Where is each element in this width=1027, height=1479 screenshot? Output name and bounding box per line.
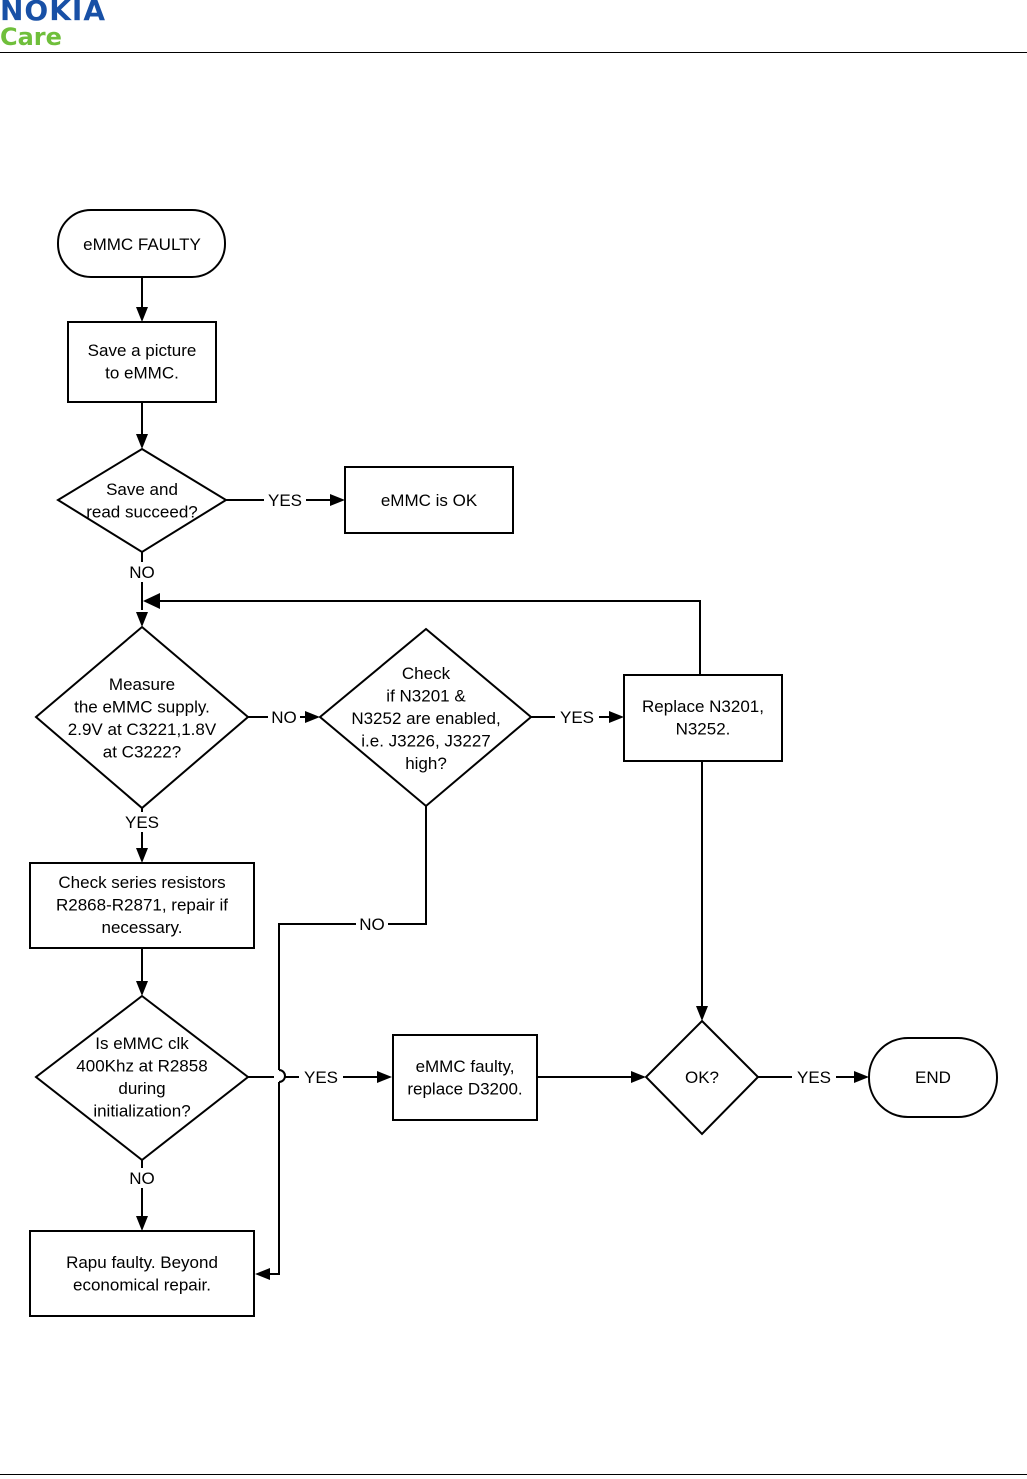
end-terminal: END	[868, 1037, 998, 1118]
label-yes-save: YES	[268, 491, 302, 510]
arrowhead	[696, 1006, 708, 1021]
check-enabled-decision-text: Check if N3201 & N3252 are enabled, i.e. J3…	[351, 664, 500, 773]
ok-decision-text: OK?	[685, 1068, 719, 1087]
label-no-clk: NO	[129, 1169, 155, 1188]
arrowhead	[136, 848, 148, 863]
start-terminal: eMMC FAULTY	[57, 209, 226, 278]
end-terminal-text: END	[915, 1068, 951, 1087]
text-line: Save a picture	[88, 341, 197, 360]
text-line: N3252 are enabled,	[351, 709, 500, 728]
emmc-faulty-replace-box: eMMC faulty, replace D3200.	[392, 1034, 538, 1121]
label-no-save: NO	[129, 563, 155, 582]
label-yes-measure: YES	[125, 813, 159, 832]
text-line: if N3201 &	[386, 687, 466, 706]
save-read-decision-text: Save and read succeed?	[86, 480, 198, 522]
clk-decision: Is eMMC clk 400Khz at R2858 during initiali…	[34, 994, 250, 1162]
replace-n3201-text: Replace N3201, N3252.	[642, 697, 764, 739]
save-read-decision: Save and read succeed?	[56, 447, 228, 554]
text-line: eMMC faulty,	[416, 1057, 515, 1076]
text-line: Save and	[106, 480, 178, 499]
label-no-check: NO	[359, 915, 385, 934]
text-line: at C3222?	[103, 743, 181, 762]
arrowhead	[330, 494, 345, 506]
logo-brand: NOKIA	[0, 0, 107, 27]
rapu-faulty-text: Rapu faulty. Beyond economical repair.	[66, 1253, 218, 1295]
arrowhead	[255, 1268, 270, 1280]
text-line: initialization?	[93, 1102, 190, 1121]
text-line: Check series resistors	[58, 873, 225, 892]
text-line: replace D3200.	[407, 1080, 522, 1099]
text-line: R2868-R2871, repair if	[56, 896, 228, 915]
text-line: N3252.	[676, 720, 731, 739]
logo-subbrand: Care	[0, 23, 62, 51]
check-enabled-decision: Check if N3201 & N3252 are enabled, i.e. J3…	[318, 627, 533, 808]
label-no-measure: NO	[271, 708, 297, 727]
connectors	[141, 277, 855, 1275]
arrowhead	[377, 1071, 392, 1083]
arrowhead	[136, 307, 148, 322]
arrowhead	[136, 434, 148, 449]
emmc-faulty-replace-text: eMMC faulty, replace D3200.	[407, 1057, 522, 1099]
text-line: 400Khz at R2858	[76, 1057, 207, 1076]
text-line: eMMC FAULTY	[83, 235, 201, 254]
text-line: OK?	[685, 1068, 719, 1087]
footer-rule	[0, 1474, 1027, 1475]
replace-n3201-box: Replace N3201, N3252.	[623, 674, 783, 762]
arrowhead	[631, 1071, 646, 1083]
label-yes-ok: YES	[797, 1068, 831, 1087]
ok-decision: OK?	[644, 1019, 760, 1136]
connector-labels: YES NO NO YES YES NO YES NO YES	[120, 490, 836, 1188]
text-line: END	[915, 1068, 951, 1087]
text-line: 2.9V at C3221,1.8V	[68, 720, 217, 739]
text-line: eMMC is OK	[381, 491, 478, 510]
measure-decision: Measure the eMMC supply. 2.9V at C3221,1.8…	[34, 625, 250, 810]
text-line: high?	[405, 754, 447, 773]
text-line: economical repair.	[73, 1276, 211, 1295]
measure-decision-text: Measure the eMMC supply. 2.9V at C3221,1.8…	[68, 675, 217, 762]
text-line: read succeed?	[86, 503, 198, 522]
text-line: Rapu faulty. Beyond	[66, 1253, 218, 1272]
text-line: Replace N3201,	[642, 697, 764, 716]
clk-decision-text: Is eMMC clk 400Khz at R2858 during initiali…	[76, 1034, 207, 1121]
text-line: during	[118, 1079, 165, 1098]
arrowhead	[609, 711, 624, 723]
text-line: Is eMMC clk	[95, 1034, 189, 1053]
text-line: i.e. J3226, J3227	[361, 732, 490, 751]
text-line: necessary.	[102, 918, 183, 937]
rapu-faulty-box: Rapu faulty. Beyond economical repair.	[29, 1230, 255, 1317]
arrowhead	[143, 593, 160, 609]
arrowhead	[136, 1216, 148, 1231]
emmc-ok-box: eMMC is OK	[344, 466, 514, 534]
text-line: Measure	[109, 675, 175, 694]
arrowhead	[854, 1071, 869, 1083]
arrowheads	[136, 307, 869, 1280]
arrowhead	[136, 612, 148, 627]
save-picture-text: Save a picture to eMMC.	[88, 341, 197, 383]
arrowhead	[136, 981, 148, 996]
text-line: Check	[402, 664, 451, 683]
label-yes-check: YES	[560, 708, 594, 727]
label-yes-clk: YES	[304, 1068, 338, 1087]
start-terminal-text: eMMC FAULTY	[83, 235, 201, 254]
header-rule	[0, 52, 1027, 53]
text-line: to eMMC.	[105, 364, 179, 383]
emmc-ok-text: eMMC is OK	[381, 491, 478, 510]
save-picture-box: Save a picture to eMMC.	[67, 321, 217, 403]
text-line: the eMMC supply.	[74, 698, 210, 717]
arrowhead	[305, 711, 320, 723]
